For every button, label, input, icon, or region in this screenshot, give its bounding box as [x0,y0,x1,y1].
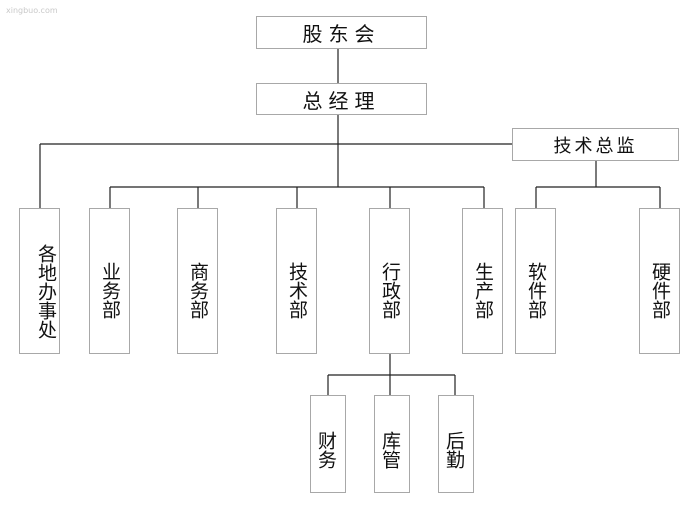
label-admin-dept: 行政部 [379,261,401,319]
label-finance: 财务 [315,431,337,469]
label-regional-offices: 各地办事处 [35,243,57,339]
box-shareholders: 股东会 [256,16,427,49]
box-software-dept: 软件部 [515,208,556,354]
label-hardware-dept: 硬件部 [649,261,671,319]
box-warehouse: 库管 [374,395,410,493]
label-commerce-dept: 商务部 [187,261,209,319]
label-tech-director: 技术总监 [553,135,638,157]
box-hardware-dept: 硬件部 [639,208,680,354]
label-general-manager: 总经理 [302,88,381,113]
label-warehouse: 库管 [379,431,401,469]
box-admin-dept: 行政部 [369,208,410,354]
box-regional-offices: 各地办事处 [19,208,60,354]
label-business-dept: 业务部 [99,261,121,319]
box-finance: 财务 [310,395,346,493]
watermark: xingbuo.com [6,6,58,15]
box-commerce-dept: 商务部 [177,208,218,354]
box-production-dept: 生产部 [462,208,503,354]
label-software-dept: 软件部 [525,261,547,319]
box-business-dept: 业务部 [89,208,130,354]
label-shareholders: 股东会 [302,22,381,46]
box-tech-director: 技术总监 [512,128,679,161]
label-tech-dept: 技术部 [286,261,308,319]
box-general-manager: 总经理 [256,83,427,115]
box-tech-dept: 技术部 [276,208,317,354]
label-production-dept: 生产部 [472,261,494,319]
label-logistics: 后勤 [443,431,465,469]
box-logistics: 后勤 [438,395,474,493]
